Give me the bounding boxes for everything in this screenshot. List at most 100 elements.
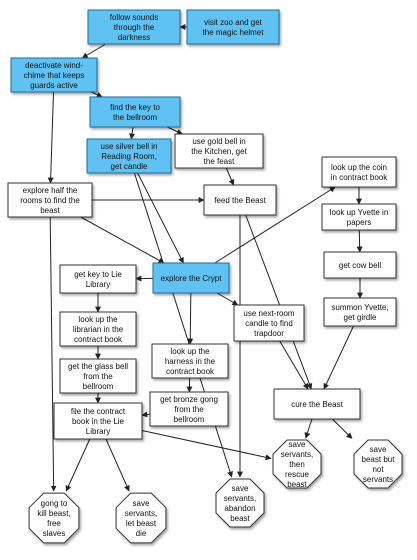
edge-deactivate-wind-chime-to-find-bellroom-key (90, 91, 103, 98)
edge-deactivate-wind-chime-to-explore-half-rooms (47, 91, 54, 184)
node-label-line: follow sounds (110, 13, 158, 22)
node-label-line: contract book (166, 367, 215, 376)
octagon-shape (272, 439, 322, 489)
edge-file-contract-book-to-end-save-servants-rescue (141, 430, 272, 461)
node-label-line: look up the (78, 315, 118, 324)
node-label-line: use gold bell in (192, 137, 245, 146)
node-summon-yvette: summon Yvette,get girdle (323, 297, 397, 327)
node-label-line: slaves (43, 529, 66, 538)
node-label-line: the bellroom (113, 113, 157, 122)
node-label-line: use silver bell in (101, 142, 158, 151)
octagon-shape (115, 492, 167, 544)
edge-find-bellroom-key-to-use-silver-bell (129, 126, 136, 140)
node-label-line: get cow bell (339, 261, 381, 270)
edge-explore-half-rooms-to-explore-crypt (80, 216, 165, 264)
node-explore-crypt: explore the Crypt (152, 262, 230, 294)
edge-follow-sounds-to-deactivate-wind-chime (81, 43, 106, 59)
node-label-line: visit zoo and get (204, 18, 263, 27)
edge-use-gold-bell-to-feed-beast (225, 167, 235, 186)
box-shape (151, 343, 229, 379)
node-label-line: free (47, 519, 61, 528)
octagon-shape (215, 478, 265, 528)
node-label-line: papers (347, 218, 371, 227)
edge-explore-crypt-to-use-next-room-candle (216, 292, 239, 306)
node-label-line: Reading Room, (101, 152, 157, 161)
edge-cure-beast-to-end-save-beast-not-servants (331, 418, 353, 439)
node-label-line: servants (363, 475, 393, 484)
node-label-line: save (289, 440, 306, 449)
box-shape (323, 251, 397, 279)
node-label-line: summon Yvette, (331, 303, 388, 312)
edge-use-silver-bell-to-end-save-servants-abandon (133, 172, 233, 478)
node-label-line: in contract book (331, 173, 388, 182)
box-shape (59, 311, 137, 347)
node-label-line: guards active (30, 81, 78, 90)
node-label-line: bellroom (174, 415, 205, 424)
edge-explore-crypt-to-look-up-coin (214, 186, 336, 264)
node-label-line: contract book (74, 335, 123, 344)
node-label-line: feed the Beast (214, 196, 266, 205)
node-label-line: save (133, 499, 150, 508)
node-label-line: darkness (118, 33, 150, 42)
node-label-line: look up the coin (331, 163, 387, 172)
node-label-line: file the contract (71, 407, 126, 416)
node-label-line: let beast (126, 519, 157, 528)
edge-use-silver-bell-to-explore-crypt (137, 172, 184, 264)
node-label-line: beast (40, 206, 60, 215)
node-label-line: chime that keeps (24, 71, 84, 80)
box-shape (59, 264, 137, 294)
node-label-line: save (370, 445, 387, 454)
node-label: feed the Beast (214, 196, 266, 205)
node-label-line: from the (174, 405, 204, 414)
box-shape (152, 262, 230, 294)
box-shape (321, 203, 397, 231)
box-shape (186, 9, 280, 45)
node-label: summon Yvette,get girdle (331, 303, 388, 322)
node-label-line: explore the Crypt (161, 274, 223, 283)
box-shape (86, 138, 172, 174)
edge-file-contract-book-to-end-gong-kill-beast (65, 438, 91, 492)
node-label-line: die (136, 529, 147, 538)
node-label-line: beast (230, 514, 250, 523)
edge-get-bronze-gong-to-file-contract-book (141, 411, 151, 418)
edge-file-contract-book-to-end-save-servants-beast-die (105, 438, 130, 492)
box-shape (174, 133, 264, 169)
node-label-line: beast but (362, 455, 396, 464)
node-label-line: explore half the (23, 186, 78, 195)
node-label-line: beast (287, 480, 307, 489)
node-label-line: not (372, 465, 384, 474)
node-label-line: kill beast, (37, 509, 70, 518)
edge-explore-half-rooms-to-end-gong-kill-beast (49, 216, 57, 492)
edge-summon-yvette-to-cure-beast (323, 325, 354, 390)
node-label-line: get girdle (344, 313, 377, 322)
box-shape (59, 358, 137, 394)
node-label-line: rooms to find the (20, 196, 80, 205)
node-label-line: cure the Beast (291, 400, 343, 409)
node-cure-beast: cure the Beast (273, 388, 361, 420)
edge-use-next-room-candle-to-cure-beast (279, 340, 309, 390)
